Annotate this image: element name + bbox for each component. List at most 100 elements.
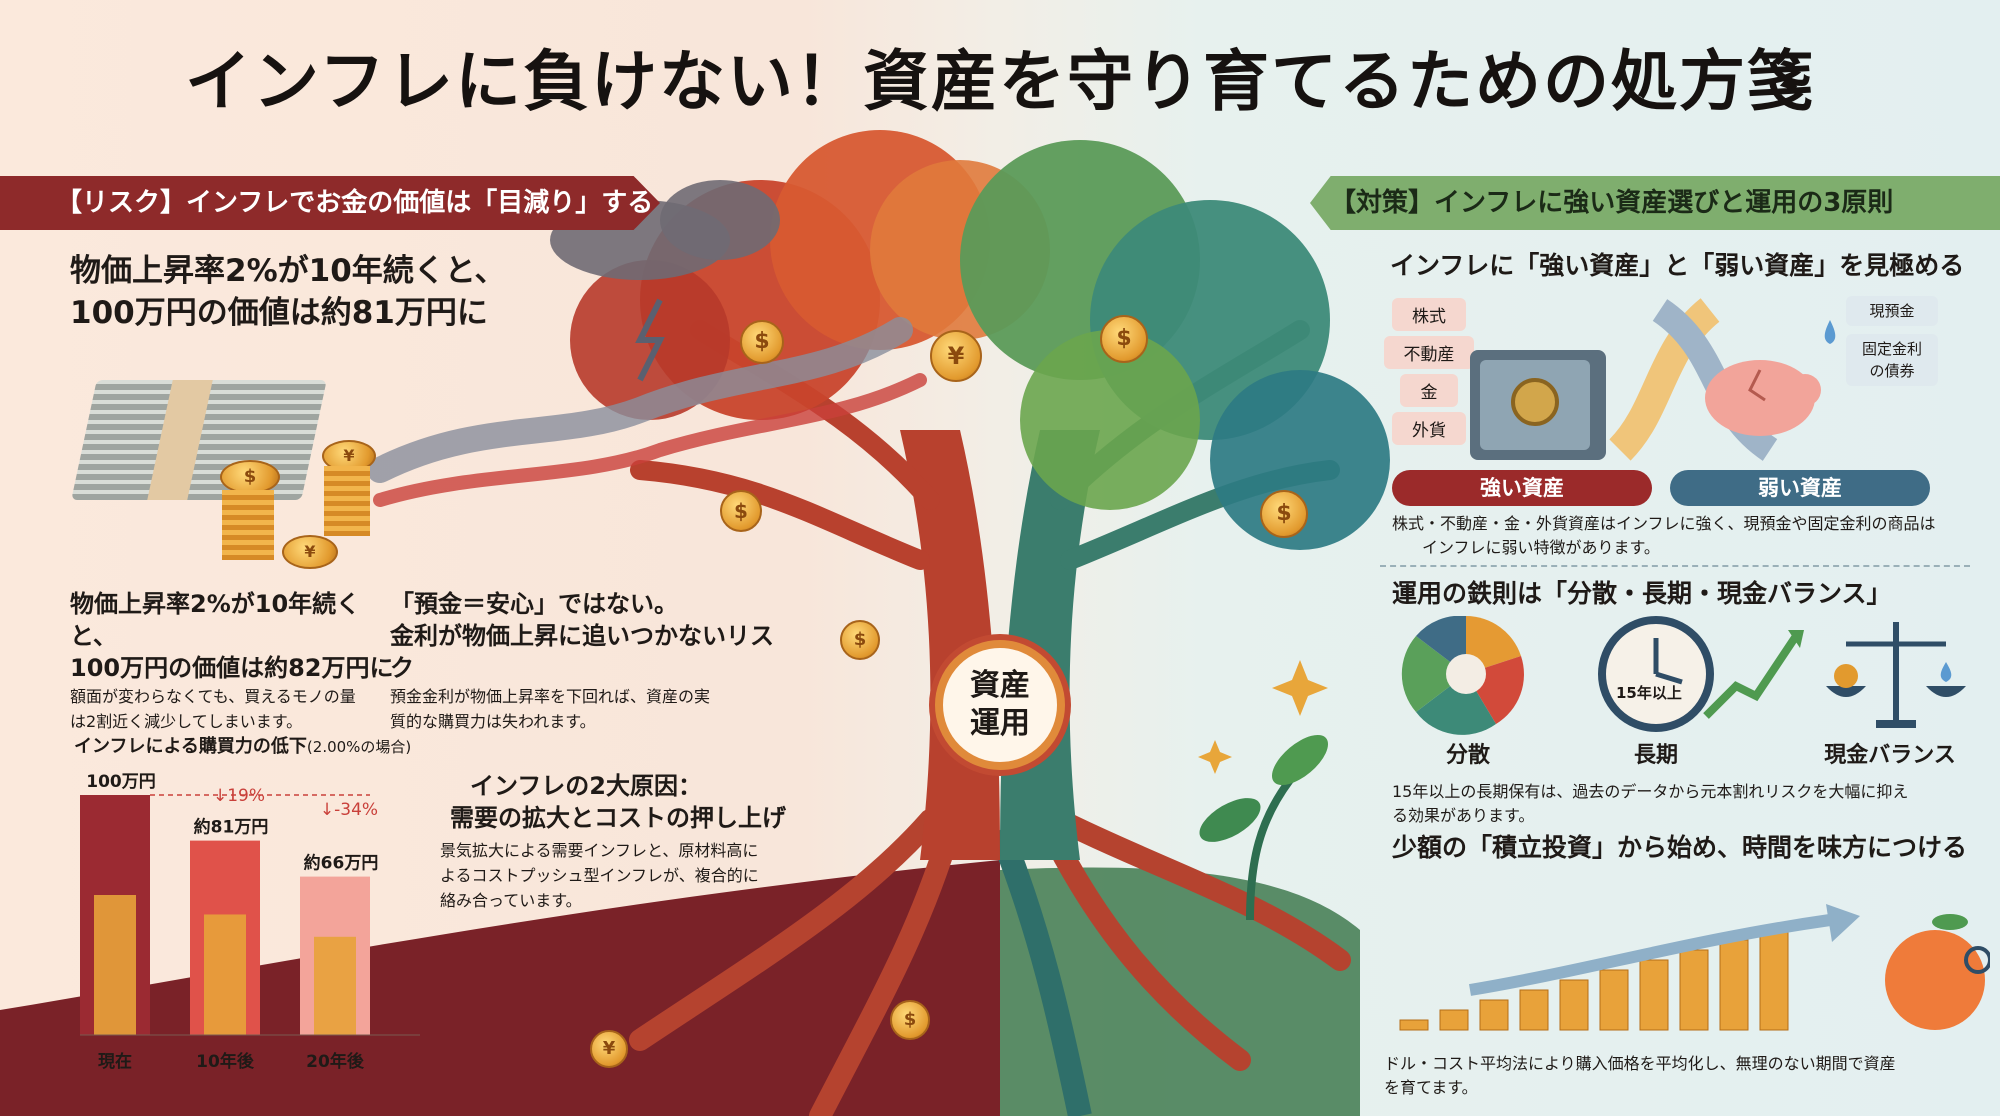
coin-stack-icon — [1519, 989, 1549, 1031]
coin-icon: $ — [1260, 490, 1308, 538]
sapling-leaf-1 — [1199, 798, 1261, 842]
rules-body: 15年以上の長期保有は、過去のデータから元本割れリスクを大幅に抑え る効果があり… — [1392, 780, 1992, 828]
icon-label-long-term: 長期 — [1633, 743, 1678, 768]
strong-tag: 金 — [1400, 374, 1458, 407]
strong-tag: 外貨 — [1392, 412, 1466, 445]
left-ground — [0, 860, 1000, 1116]
chart-value-label: 約81万円 — [194, 817, 269, 838]
risk-block1-body-line2: は2割近く減少してしまいます。 — [70, 712, 303, 731]
coin-icon: $ — [890, 1000, 930, 1040]
coin-stack-icon — [1719, 939, 1749, 1031]
risk-block2-body-line2: 質的な購買力は失われます。 — [390, 712, 596, 731]
storm-cloud-2 — [660, 180, 780, 260]
chart-subtitle: (2.00%の場合) — [306, 738, 412, 756]
dca-body: ドル・コスト平均法により購入価格を平均化し、無理のない期間で資産 を育てます。 — [1384, 1052, 1984, 1100]
chart-coin-stack — [94, 895, 136, 1035]
rules-title: 運用の鉄則は「分散・長期・現金バランス」 — [1392, 579, 1892, 608]
strong-asset-label: 強い資産 — [1392, 470, 1652, 506]
piggy-snout — [1789, 374, 1821, 406]
divider — [1380, 565, 1970, 567]
sec1-body-line2: インフレに弱い特徴があります。 — [1422, 538, 1660, 557]
chart-title: インフレによる購買力の低下(2.00%の場合) — [74, 732, 411, 758]
diversify-icon — [1401, 616, 1524, 735]
risk-headline-line1: 物価上昇率2%が10年続くと、 — [70, 253, 506, 289]
chart-coin-stack — [204, 914, 246, 1035]
coin-icon: $ — [720, 490, 762, 532]
icon-label-cash-balance: 現金バランス — [1824, 743, 1956, 768]
risk-block2-body-line1: 預金金利が物価上昇率を下回れば、資産の実 — [390, 687, 711, 706]
page-title: インフレに負けない！資産を守り育てるための処方箋 — [184, 43, 1816, 120]
fix-banner: 【対策】インフレに強い資産選びと運用の3原則 — [1310, 176, 2000, 230]
chart-category-label: 現在 — [98, 1051, 132, 1072]
risk-block1-title-line1: 物価上昇率2%が10年続くと、 — [70, 590, 361, 650]
red-swirl — [373, 373, 927, 507]
clock-icon — [1598, 616, 1804, 732]
sec3-body-line2: を育てます。 — [1384, 1078, 1478, 1097]
coin-stack-icon — [1479, 999, 1509, 1031]
causes-title-line2: 需要の拡大とコストの押し上げ — [450, 804, 786, 832]
strong-weak-illustration — [1470, 298, 1836, 461]
inflation-causes: インフレの2大原因： 需要の拡大とコストの押し上げ 景気拡大による需要インフレと… — [440, 770, 860, 913]
sec2-body-line1: 15年以上の長期保有は、過去のデータから元本割れリスクを大幅に抑え — [1392, 782, 1909, 801]
canopy-right-4 — [1020, 330, 1200, 510]
clock-label: 15年以上 — [1616, 684, 1682, 702]
sapling-leaf-2 — [1271, 734, 1329, 786]
weak-asset-label: 弱い資産 — [1670, 470, 1930, 506]
sec1-body-line1: 株式・不動産・金・外貨資産はインフレに強く、現預金や固定金利の商品は — [1392, 514, 1936, 533]
coin-stack-icon — [1679, 949, 1709, 1031]
risk-block1-title-line2: 100万円の価値は約82万円に — [70, 654, 394, 682]
coin-stack-icon — [1639, 959, 1669, 1031]
chart-title-text: インフレによる購買力の低下 — [74, 736, 307, 757]
coin-icon: $ — [1100, 315, 1148, 363]
coin-icon: $ — [840, 620, 880, 660]
canopy-right-3 — [1210, 370, 1390, 550]
wind-swirl — [367, 317, 913, 483]
mini-clock-icon — [1964, 946, 1990, 974]
causes-title-line1: インフレの2大原因： — [470, 772, 702, 800]
coin-stack-icon — [1759, 929, 1789, 1031]
coin-stack-icon — [1399, 1019, 1429, 1031]
roots-right — [988, 825, 1092, 1116]
chart-value-label: 100万円 — [86, 772, 156, 792]
sparkle-icon — [1272, 660, 1328, 716]
balance-scale-icon — [1826, 622, 1966, 728]
growth-arrow — [1469, 914, 1831, 996]
coin-stack-icon — [1439, 1009, 1469, 1031]
coin-icon: ¥ — [930, 330, 982, 382]
icon-label-diversify: 分散 — [1445, 743, 1490, 768]
risk-block-2: 「預金＝安心」ではない。 金利が物価上昇に追いつかないリスク 預金金利が物価上昇… — [390, 588, 780, 734]
chart-change-label: ↓19% — [213, 786, 265, 806]
sparkle-icon-2 — [1198, 740, 1232, 774]
chart-value-label: 約66万円 — [304, 853, 379, 874]
dca-title: 少額の「積立投資」から始め、時間を味方につける — [1392, 833, 1968, 862]
risk-block1-body-line1: 額面が変わらなくても、買えるモノの量 — [70, 687, 356, 706]
apple-leaf — [1932, 914, 1968, 930]
coin-stack-body — [324, 466, 370, 536]
rules-icons — [1401, 616, 1966, 735]
risk-block2-title-line1: 「預金＝安心」ではない。 — [390, 590, 678, 618]
causes-body-line2: よるコストプッシュ型インフレが、複合的に — [440, 866, 759, 885]
chart-coin-stack — [314, 936, 356, 1035]
growth-arrow-head — [1826, 904, 1860, 942]
chart-change-label: ↓-34% — [320, 800, 378, 820]
water-drop-icon — [1824, 320, 1836, 344]
coin-icon: ¥ — [590, 1030, 628, 1068]
causes-body-line3: 絡み合っています。 — [440, 891, 582, 910]
strong-weak-title: インフレに「強い資産」と「弱い資産」を見極める — [1390, 251, 1965, 280]
asset-management-badge: 資産 運用 — [935, 640, 1065, 770]
piggy-crack — [1748, 369, 1766, 402]
sec3-body-line1: ドル・コスト平均法により購入価格を平均化し、無理のない期間で資産 — [1384, 1054, 1896, 1073]
risk-block2-title-line2: 金利が物価上昇に追いつかないリスク — [390, 622, 774, 682]
safe-dial — [1511, 378, 1559, 426]
coin-stack-icon: $ — [220, 460, 280, 494]
apple-icon — [1885, 930, 1985, 1030]
strong-tag: 不動産 — [1384, 336, 1474, 369]
dca-illustration — [1399, 904, 1990, 1031]
right-ground — [1000, 867, 1360, 1116]
chart-category-label: 10年後 — [196, 1051, 255, 1072]
risk-block-1: 物価上昇率2%が10年続くと、 100万円の価値は約82万円に 額面が変わらなく… — [70, 588, 400, 734]
weak-tag: 固定金利 の債券 — [1846, 334, 1938, 386]
